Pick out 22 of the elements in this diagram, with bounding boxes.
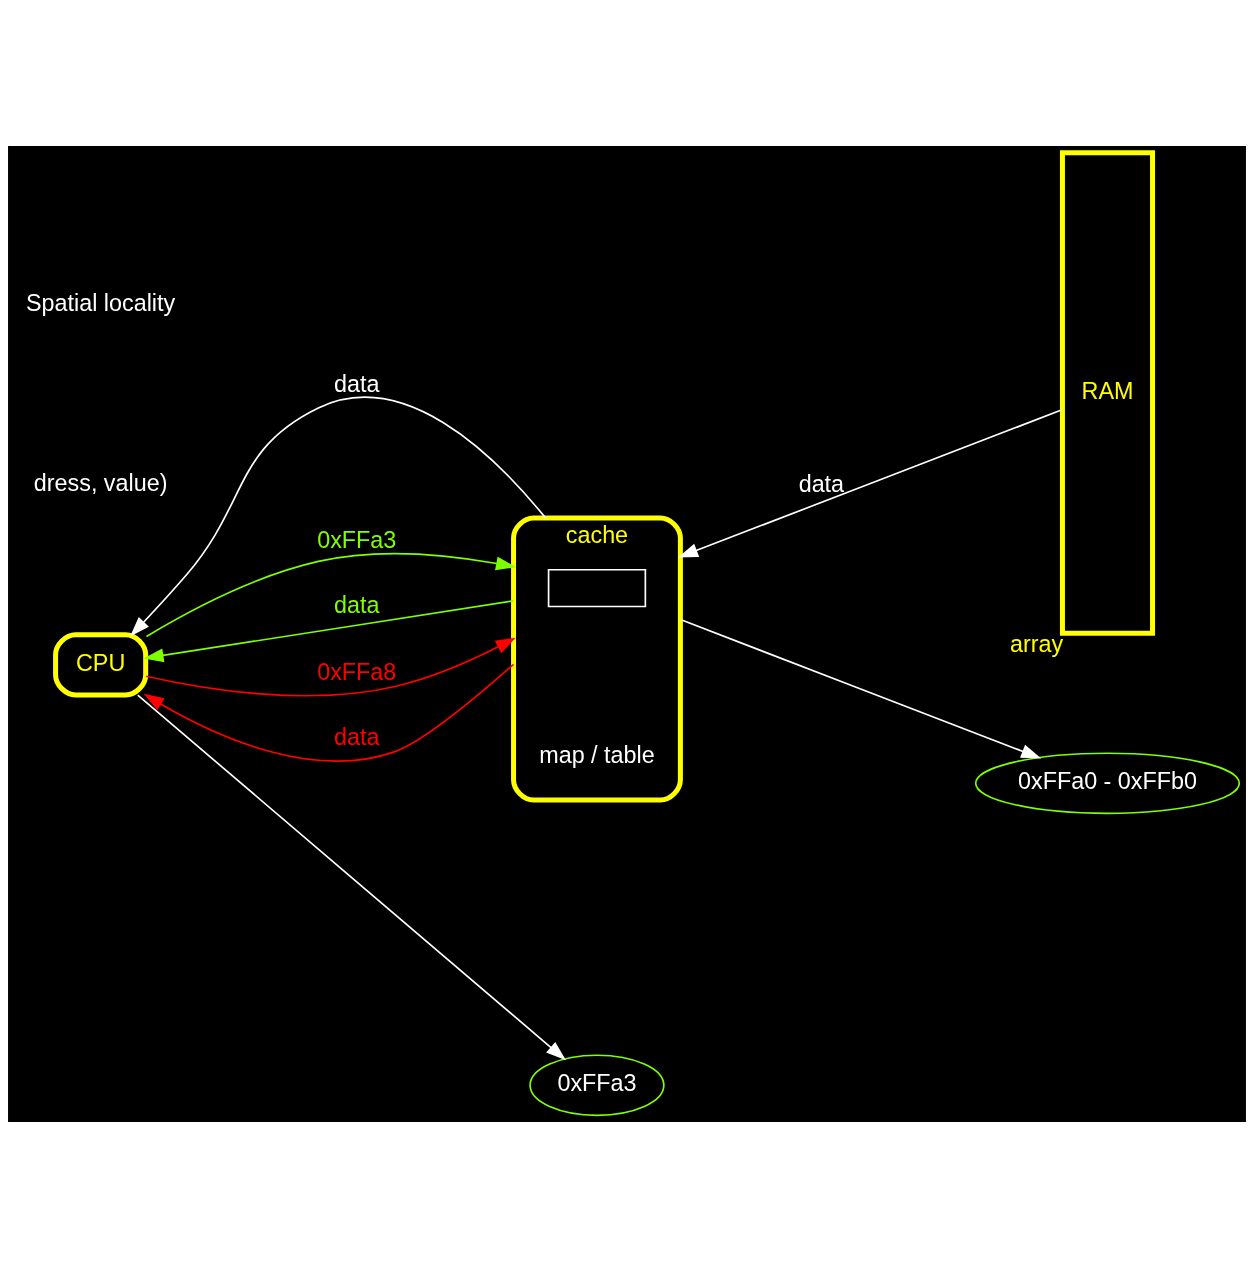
arrow — [136, 694, 566, 1061]
node-box — [547, 568, 647, 608]
arrow — [145, 552, 517, 638]
node-box: RAM — [1059, 150, 1156, 636]
node-ellipse: 0xFFa3 — [529, 1054, 665, 1117]
edge-label: data — [334, 724, 380, 751]
label: Spatial locality — [26, 289, 176, 316]
arrow — [143, 600, 515, 663]
edge-label: 0xFFa3 — [317, 527, 397, 554]
arrow — [678, 408, 1063, 558]
edge-label: data — [334, 592, 380, 619]
node-label: map / table — [539, 741, 655, 768]
arrow — [130, 396, 547, 637]
edge-label: data — [334, 370, 380, 397]
node-box: CPU — [53, 632, 149, 698]
edge-label: 0xFFa8 — [317, 659, 397, 686]
arrow — [679, 618, 1042, 759]
arrow — [145, 637, 516, 697]
arrow — [143, 663, 515, 762]
node-ellipse: 0xFFa0 - 0xFFb0 — [974, 752, 1241, 815]
label: dress, value) — [33, 469, 168, 496]
edge-label: data — [798, 470, 845, 497]
